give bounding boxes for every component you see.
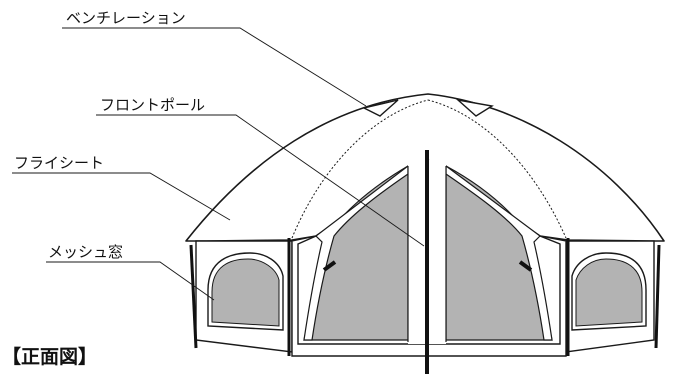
door-fabric-right <box>445 164 553 341</box>
label-front-pole: フロントポール <box>100 96 205 114</box>
leader-line-front-pole <box>96 114 425 247</box>
label-ventilation: ベンチレーション <box>66 9 186 27</box>
mesh-window-left-inner <box>211 258 280 327</box>
ventilation-flap-right <box>455 98 494 117</box>
mesh-window-right-inner <box>575 258 643 327</box>
leader-line-mesh-window <box>46 261 215 301</box>
label-mesh-window: メッシュ窓 <box>48 243 123 261</box>
side-pole-right-outer <box>654 244 661 349</box>
door-tieback-left <box>322 260 337 272</box>
ventilation-flap-left <box>361 99 399 117</box>
leader-line-ventilation <box>62 27 367 107</box>
door-fabric-left <box>303 164 409 341</box>
inner-pole-arc-left <box>291 99 429 239</box>
label-fly-sheet: フライシート <box>14 154 104 172</box>
leader-line-fly-sheet <box>12 172 231 221</box>
caption-front-view: 【正面図】 <box>2 345 97 368</box>
door-tieback-right <box>518 260 533 272</box>
side-pole-left-outer <box>189 244 198 349</box>
